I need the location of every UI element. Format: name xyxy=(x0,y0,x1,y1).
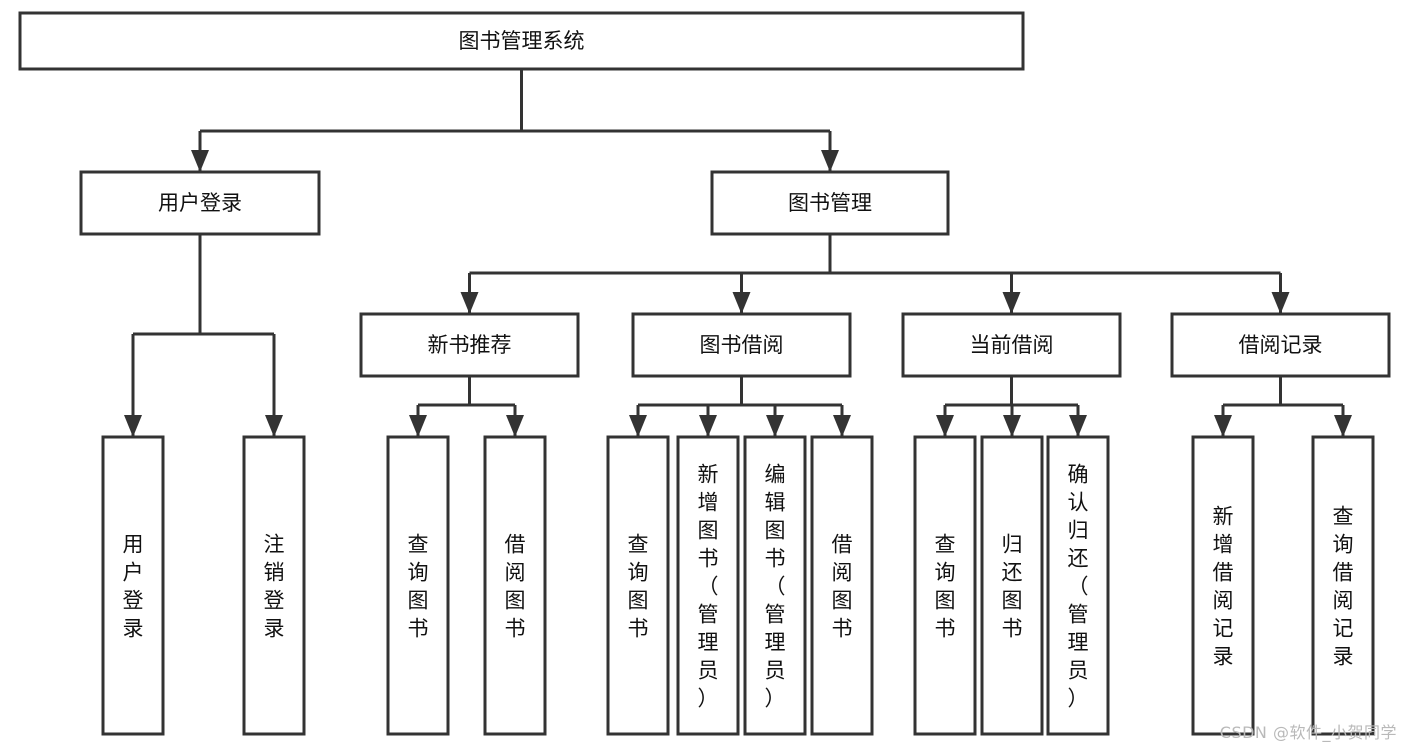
arrow-head-icon xyxy=(506,415,524,437)
node-box[interactable] xyxy=(1311,435,1375,736)
arrow-head-icon xyxy=(1334,415,1352,437)
arrow-head-icon xyxy=(460,292,479,314)
node-box[interactable] xyxy=(18,11,1025,71)
node-box[interactable] xyxy=(913,435,977,736)
node-label: 编辑图书（管理员） xyxy=(765,462,786,710)
node-label: 新增借阅记录 xyxy=(1213,504,1234,668)
node-leaf-add-record[interactable]: 新增借阅记录 xyxy=(1191,435,1255,736)
node-box[interactable] xyxy=(676,435,740,736)
arrow-head-icon xyxy=(124,415,142,437)
node-boxes: 图书管理系统用户登录图书管理新书推荐图书借阅当前借阅借阅记录用户登录注销登录查询… xyxy=(18,11,1391,736)
node-leaf-edit-book[interactable]: 编辑图书（管理员） xyxy=(743,435,807,736)
node-box[interactable] xyxy=(79,170,321,236)
node-label: 图书管理 xyxy=(788,191,872,215)
connector-edges xyxy=(124,69,1352,437)
node-label: 查询图书 xyxy=(408,532,429,640)
node-book-borrow[interactable]: 图书借阅 xyxy=(631,312,852,378)
node-leaf-query-book-2[interactable]: 查询图书 xyxy=(606,435,670,736)
node-box[interactable] xyxy=(901,312,1122,378)
node-box[interactable] xyxy=(386,435,450,736)
node-label: 当前借阅 xyxy=(970,333,1054,357)
node-root[interactable]: 图书管理系统 xyxy=(18,11,1025,71)
node-label: 新增图书（管理员） xyxy=(698,462,719,710)
node-leaf-query-book-3[interactable]: 查询图书 xyxy=(913,435,977,736)
arrow-head-icon xyxy=(265,415,283,437)
arrow-head-icon xyxy=(766,415,784,437)
arrow-head-icon xyxy=(833,415,851,437)
node-leaf-query-record[interactable]: 查询借阅记录 xyxy=(1311,435,1375,736)
node-label: 注销登录 xyxy=(264,532,285,640)
arrow-head-icon xyxy=(936,415,954,437)
node-box[interactable] xyxy=(101,435,165,736)
arrow-head-icon xyxy=(1002,292,1021,314)
node-book-manage[interactable]: 图书管理 xyxy=(710,170,950,236)
node-leaf-return-book[interactable]: 归还图书 xyxy=(980,435,1044,736)
node-label: 图书借阅 xyxy=(700,333,784,357)
node-new-book-rec[interactable]: 新书推荐 xyxy=(359,312,580,378)
node-label: 归还图书 xyxy=(1002,532,1023,640)
node-label: 用户登录 xyxy=(123,532,144,640)
arrow-head-icon xyxy=(699,415,717,437)
node-current-borrow[interactable]: 当前借阅 xyxy=(901,312,1122,378)
node-leaf-confirm-return[interactable]: 确认归还（管理员） xyxy=(1046,435,1110,736)
arrow-head-icon xyxy=(821,150,839,172)
node-label: 借阅图书 xyxy=(832,532,853,640)
arrow-head-icon xyxy=(1214,415,1232,437)
node-label: 查询借阅记录 xyxy=(1333,504,1354,668)
node-box[interactable] xyxy=(606,435,670,736)
arrow-head-icon xyxy=(1003,415,1021,437)
node-label: 用户登录 xyxy=(158,191,242,215)
node-leaf-borrow-book-2[interactable]: 借阅图书 xyxy=(810,435,874,736)
node-user-login[interactable]: 用户登录 xyxy=(79,170,321,236)
arrow-head-icon xyxy=(409,415,427,437)
node-leaf-borrow-book-1[interactable]: 借阅图书 xyxy=(483,435,547,736)
node-box[interactable] xyxy=(1191,435,1255,736)
node-box[interactable] xyxy=(1170,312,1391,378)
node-box[interactable] xyxy=(980,435,1044,736)
arrow-head-icon xyxy=(1069,415,1087,437)
node-leaf-add-book[interactable]: 新增图书（管理员） xyxy=(676,435,740,736)
node-label: 借阅图书 xyxy=(505,532,526,640)
node-label: 确认归还（管理员） xyxy=(1068,462,1089,710)
node-label: 查询图书 xyxy=(935,532,956,640)
node-box[interactable] xyxy=(359,312,580,378)
node-box[interactable] xyxy=(631,312,852,378)
node-box[interactable] xyxy=(483,435,547,736)
node-label: 借阅记录 xyxy=(1239,333,1323,357)
arrow-head-icon xyxy=(1271,292,1290,314)
node-box[interactable] xyxy=(1046,435,1110,736)
arrow-head-icon xyxy=(732,292,751,314)
node-borrow-record[interactable]: 借阅记录 xyxy=(1170,312,1391,378)
node-leaf-query-book-1[interactable]: 查询图书 xyxy=(386,435,450,736)
node-label: 查询图书 xyxy=(628,532,649,640)
node-label: 新书推荐 xyxy=(428,333,512,357)
node-leaf-logout[interactable]: 注销登录 xyxy=(242,435,306,736)
arrow-head-icon xyxy=(191,150,209,172)
node-leaf-user-login[interactable]: 用户登录 xyxy=(101,435,165,736)
arrow-head-icon xyxy=(629,415,647,437)
node-box[interactable] xyxy=(743,435,807,736)
node-box[interactable] xyxy=(710,170,950,236)
node-box[interactable] xyxy=(810,435,874,736)
node-label: 图书管理系统 xyxy=(459,29,585,53)
node-box[interactable] xyxy=(242,435,306,736)
